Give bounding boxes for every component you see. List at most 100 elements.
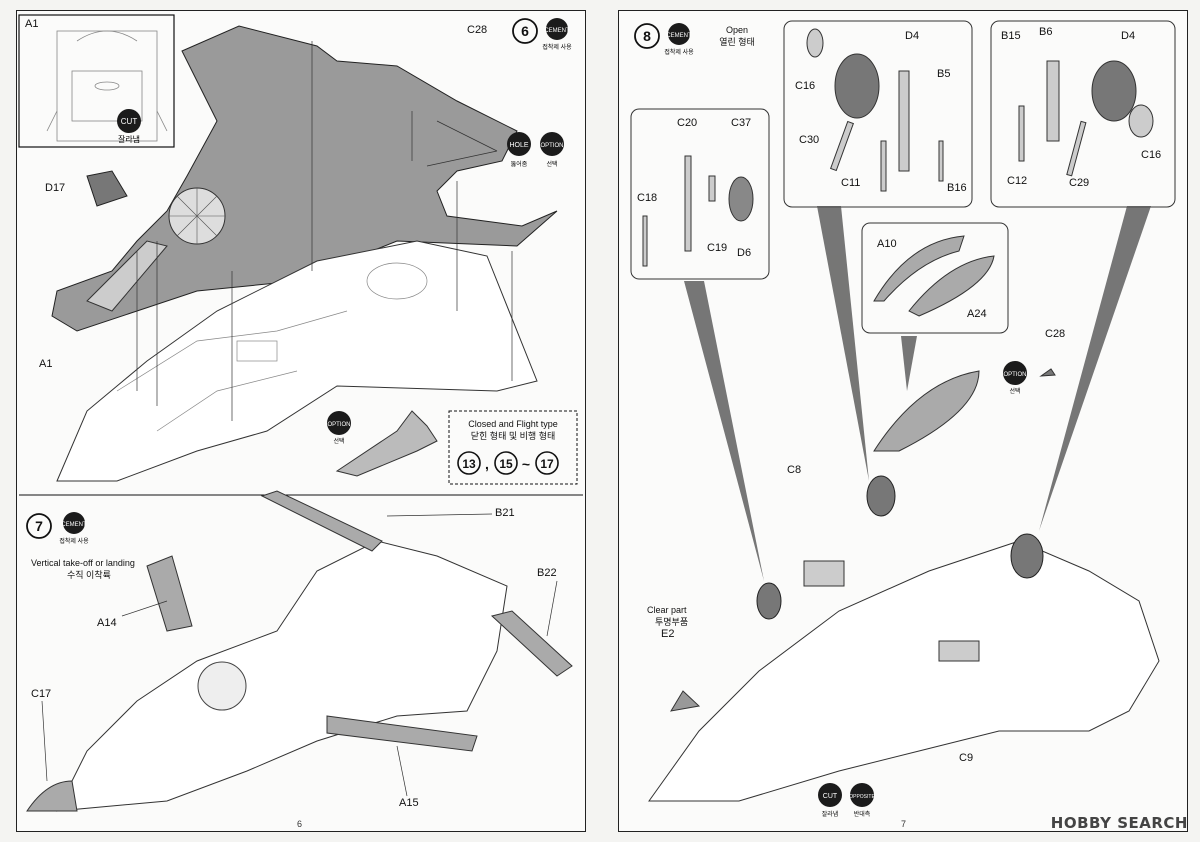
clear-part-e2: E2 (661, 628, 674, 640)
guide-lines (136, 41, 513, 421)
large-door-part (873, 370, 980, 452)
hole-text: HOLE (509, 142, 528, 149)
a10-door-part (873, 235, 965, 302)
main-gear-right-box (990, 20, 1176, 208)
part-a15-label: A15 (399, 797, 419, 809)
part-c28-label: C28 (467, 24, 487, 36)
part-d17-shape (86, 170, 128, 207)
step8-open-en: Open (726, 25, 748, 35)
step7-lift-fan-icon (197, 661, 247, 711)
step15-circle (494, 451, 518, 475)
gear-doors-box (861, 222, 1009, 334)
step-sep1: , (485, 456, 489, 472)
e2-part (670, 690, 701, 712)
cut-badge-icon (117, 109, 141, 133)
step13-circle (457, 451, 481, 475)
step7-cement: CEMENT (61, 522, 87, 528)
inset-a1-drawing (46, 30, 168, 142)
part-d17-label: D17 (45, 182, 65, 194)
step15-text: 15 (499, 457, 513, 471)
d4-left-label: D4 (905, 30, 919, 42)
closed-flight-line1: Closed and Flight type (468, 419, 558, 429)
b15-label: B15 (1001, 30, 1021, 42)
nose-gear-box (630, 108, 770, 280)
c11-label: C11 (841, 177, 860, 189)
option-ko: 선택 (546, 160, 557, 168)
nose-wheel-icon (756, 582, 782, 620)
c20-label: C20 (677, 117, 697, 129)
step7-number-circle (26, 513, 52, 539)
part-a14-shape (146, 555, 193, 632)
right-page-number: 7 (901, 819, 907, 829)
cockpit-opening (86, 240, 168, 312)
upper-fuselage-part (51, 25, 558, 332)
cut-badge-text: CUT (121, 117, 138, 126)
c16-left-label: C16 (795, 80, 815, 92)
left-page-drawing: A1 CUT 잘라냄 6 CEMENT 접착제 사용 C28 (18, 14, 583, 812)
step7-cement-icon (63, 512, 85, 534)
step7-cement-ko: 접착제 사용 (59, 537, 89, 545)
part-b21-shape (260, 490, 383, 552)
c12-label: C12 (1007, 175, 1027, 187)
option-small-text: OPTION (327, 422, 350, 428)
step6-cement-ko: 접착제 사용 (542, 43, 572, 51)
c28-part-right (1039, 368, 1056, 377)
option-icon (540, 132, 564, 156)
step8-cut-ko: 잘라냄 (822, 810, 839, 818)
a24-door-part (908, 255, 995, 317)
nose-gear-parts (642, 155, 754, 267)
right-page-drawing: 8 CEMENT 접착제 사용 Open 열린 형태 C20 C37 C18 C… (630, 20, 1176, 818)
step8-airframe (648, 540, 1160, 802)
right-main-wheel-icon (1010, 533, 1044, 579)
main-gear-right-parts (1018, 60, 1154, 177)
a10-label: A10 (877, 238, 897, 250)
d4-right-label: D4 (1121, 30, 1135, 42)
step7-leaders (41, 513, 558, 797)
step-sep2: ~ (522, 456, 530, 472)
opposite-text: OPPOSITE (849, 794, 875, 800)
b5-label: B5 (937, 68, 950, 80)
step7-title-en: Vertical take-off or landing (31, 558, 135, 568)
mini-jet-icon (335, 410, 438, 477)
d6-label: D6 (737, 247, 751, 259)
hole-icon (507, 132, 531, 156)
hole-leader (426, 120, 498, 167)
c9-part (938, 640, 980, 662)
option-small-ko: 선택 (333, 437, 344, 445)
b6-label: B6 (1039, 26, 1052, 38)
main-gear-left-parts (806, 28, 944, 192)
hole-ko: 뚫어줌 (511, 160, 528, 168)
part-c17-label: C17 (31, 688, 51, 700)
step8-cement: CEMENT (666, 33, 692, 39)
c19-label: C19 (707, 242, 727, 254)
a24-label: A24 (967, 308, 987, 320)
left-main-wheel-icon (866, 475, 896, 517)
part-b22-label: B22 (537, 567, 557, 579)
part-b22-shape (490, 610, 573, 677)
option-text: OPTION (540, 143, 563, 149)
c18-label: C18 (637, 192, 657, 204)
step8-cut-icon (818, 783, 842, 807)
closed-flight-line2: 닫힌 형태 및 비행 형태 (471, 430, 556, 441)
step8-number: 8 (643, 28, 651, 44)
right-page: 8 CEMENT 접착제 사용 Open 열린 형태 C20 C37 C18 C… (618, 10, 1188, 832)
step7-fuselage (56, 540, 508, 812)
pointer-cones (684, 206, 1151, 581)
step17-circle (535, 451, 559, 475)
opposite-icon (850, 783, 874, 807)
main-gear-left-box (783, 20, 973, 208)
b16-label: B16 (947, 182, 967, 194)
part-a14-label: A14 (97, 617, 117, 629)
step8-option-icon (1003, 361, 1027, 385)
left-page: A1 CUT 잘라냄 6 CEMENT 접착제 사용 C28 (16, 10, 586, 832)
c37-label: C37 (731, 117, 751, 129)
hobby-search-watermark: HOBBY SEARCH (1050, 814, 1188, 832)
part-a15-shape (326, 715, 478, 752)
opposite-ko: 반대측 (854, 810, 871, 818)
c8-part (803, 560, 845, 587)
c28-label-right: C28 (1045, 328, 1065, 340)
step17-text: 17 (540, 457, 554, 471)
option-small-icon (327, 411, 351, 435)
step8-open-ko: 열린 형태 (719, 37, 755, 47)
c29-label: C29 (1069, 177, 1089, 189)
